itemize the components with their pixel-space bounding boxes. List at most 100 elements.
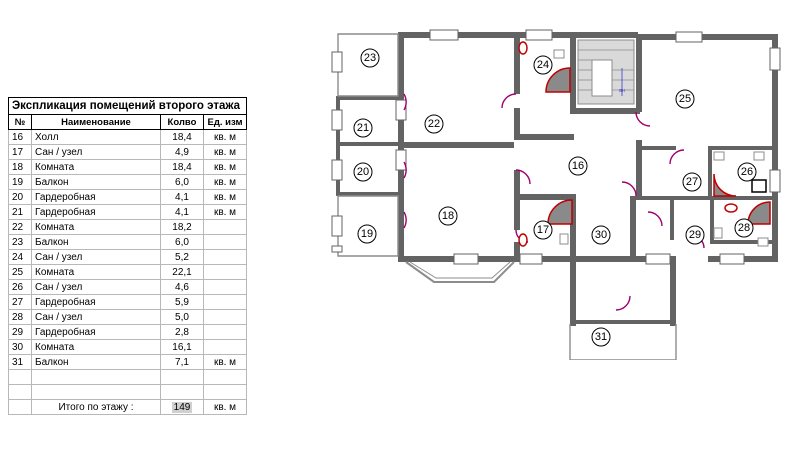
- row-area: 4,1: [160, 189, 204, 205]
- row-number: [8, 369, 32, 385]
- room-label-text: 18: [442, 210, 454, 222]
- room-label-18: 18: [438, 206, 458, 226]
- toilet-28: [724, 203, 738, 213]
- row-unit: [203, 309, 247, 325]
- bidet-28: [757, 237, 769, 247]
- row-number: 19: [8, 174, 32, 190]
- room-label-21: 21: [353, 118, 373, 138]
- sanitary-fixtures: [518, 41, 771, 247]
- row-room-name: Гардеробная: [31, 294, 161, 310]
- header-quantity: Колво: [160, 114, 204, 130]
- room-label-text: 28: [738, 222, 750, 234]
- row-unit: [203, 264, 247, 280]
- row-room-name: Комната: [31, 219, 161, 235]
- row-area: 6,0: [160, 234, 204, 250]
- row-area: 4,9: [160, 144, 204, 160]
- row-number: 22: [8, 219, 32, 235]
- room-label-20: 20: [353, 162, 373, 182]
- table-title: Экспликация помещений второго этажа: [8, 97, 247, 115]
- row-area: 5,2: [160, 249, 204, 265]
- row-number: 29: [8, 324, 32, 340]
- row-number: 31: [8, 354, 32, 370]
- table-header-row: № Наименование Колво Ед. изм: [8, 114, 247, 130]
- row-unit: кв. м: [203, 204, 247, 220]
- row-room-name: Гардеробная: [31, 204, 161, 220]
- row-room-name: Комната: [31, 264, 161, 280]
- row-number: 18: [8, 159, 32, 175]
- row-room-name: [31, 384, 161, 400]
- row-unit: кв. м: [203, 129, 247, 145]
- room-label-26: 26: [737, 162, 757, 182]
- room-label-23: 23: [360, 48, 380, 68]
- row-area: [160, 384, 204, 400]
- staircase: вн: [577, 39, 635, 105]
- row-room-name: Сан / узел: [31, 144, 161, 160]
- row-number: 21: [8, 204, 32, 220]
- table-row: [8, 369, 247, 385]
- row-area: 6,0: [160, 174, 204, 190]
- row-number: 16: [8, 129, 32, 145]
- sink-17: [559, 233, 569, 245]
- row-room-name: Сан / узел: [31, 249, 161, 265]
- sink-24: [553, 49, 565, 59]
- row-area: 22,1: [160, 264, 204, 280]
- row-room-name: Сан / узел: [31, 309, 161, 325]
- row-unit: кв. м: [203, 189, 247, 205]
- row-unit: кв. м: [203, 159, 247, 175]
- table-title-row: Экспликация помещений второго этажа: [8, 97, 247, 115]
- row-room-name: Балкон: [31, 174, 161, 190]
- row-unit: [203, 234, 247, 250]
- row-number: 27: [8, 294, 32, 310]
- boiler-26: [751, 179, 767, 193]
- room-explication-table-container: Экспликация помещений второго этажа № На…: [8, 97, 247, 415]
- row-area: 18,4: [160, 159, 204, 175]
- room-label-text: 24: [537, 59, 549, 71]
- row-unit: [203, 339, 247, 355]
- room-label-text: 25: [679, 93, 691, 105]
- total-empty-cell: [8, 399, 32, 415]
- row-room-name: Холл: [31, 129, 161, 145]
- row-number: 17: [8, 144, 32, 160]
- room-labels: 16 17 18 19 20 21 22 23 24 25 26 27 28 2…: [353, 48, 757, 347]
- room-label-27: 27: [682, 172, 702, 192]
- row-room-name: Сан / узел: [31, 279, 161, 295]
- room-label-text: 16: [572, 160, 584, 172]
- header-name: Наименование: [31, 114, 161, 130]
- room-label-text: 29: [689, 229, 701, 241]
- row-area: 4,1: [160, 204, 204, 220]
- shower-26: [713, 173, 737, 197]
- room-label-29: 29: [685, 225, 705, 245]
- sink-28: [713, 227, 723, 239]
- toilet-17: [518, 233, 528, 247]
- stair-direction-label: вн: [619, 88, 625, 94]
- row-number: 26: [8, 279, 32, 295]
- row-unit: кв. м: [203, 144, 247, 160]
- total-label: Итого по этажу :: [31, 399, 161, 415]
- total-value-cell: 149: [160, 399, 204, 415]
- row-room-name: [31, 369, 161, 385]
- row-room-name: Гардеробная: [31, 189, 161, 205]
- outer-walls: [336, 32, 778, 326]
- room-label-text: 17: [537, 224, 549, 236]
- row-room-name: Гардеробная: [31, 324, 161, 340]
- interior-walls: [404, 38, 776, 260]
- row-number: 25: [8, 264, 32, 280]
- row-area: [160, 369, 204, 385]
- room-label-22: 22: [424, 114, 444, 134]
- row-room-name: Балкон: [31, 234, 161, 250]
- toilet-24: [518, 41, 528, 55]
- row-unit: кв. м: [203, 354, 247, 370]
- row-area: 4,6: [160, 279, 204, 295]
- row-unit: [203, 294, 247, 310]
